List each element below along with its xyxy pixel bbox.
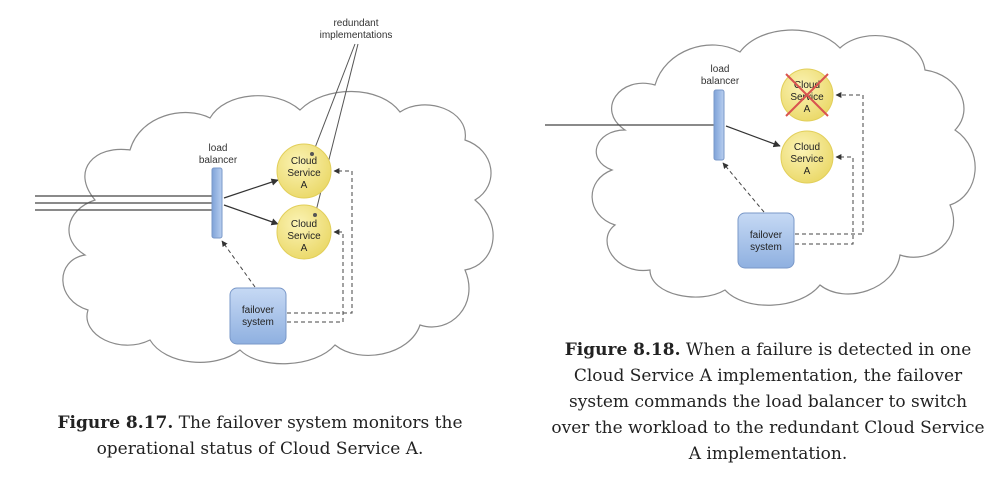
service-bottom-line2: Service	[287, 231, 321, 242]
service-bottom-line1: Cloud	[291, 219, 317, 230]
caption-figure-8-17: Figure 8.17. The failover system monitor…	[45, 410, 475, 462]
pointer-line-top	[312, 43, 356, 154]
caption-figure-8-17-number: Figure 8.17.	[57, 413, 174, 433]
service-active-line1: Cloud	[794, 142, 820, 153]
caption-figure-8-18-text: When a failure is detected in one Cloud …	[551, 340, 985, 464]
cloud-service-a-bottom: Cloud Service A	[276, 204, 332, 260]
cloud-service-a-active: Cloud Service A	[780, 130, 834, 184]
figure-8-17: redundant implementations load balancer …	[35, 18, 494, 365]
failover-system-left: failover system	[229, 287, 287, 345]
service-top-line2: Service	[287, 168, 321, 179]
failed-x-icon-stroke2	[785, 73, 829, 117]
dashed-failover-to-lb	[221, 240, 256, 288]
label-redundant-line2: implementations	[320, 30, 393, 41]
arrow-to-service-active	[725, 125, 781, 148]
cloud-service-a-top: Cloud Service A	[276, 143, 332, 199]
service-top-line1: Cloud	[291, 156, 317, 167]
dashed-failover-to-service-failed	[795, 92, 864, 235]
service-failed-line2: Service	[790, 92, 824, 103]
caption-figure-8-18-number: Figure 8.18.	[564, 340, 681, 360]
dashed-failover-to-service-bottom	[287, 229, 344, 323]
load-balancer-bar	[211, 167, 223, 239]
service-top-line3: A	[301, 180, 308, 191]
label-redundant-line1: redundant	[333, 18, 378, 29]
service-failed-line3: A	[804, 104, 811, 115]
figure-8-18: load balancer Cloud Service A Cloud Serv…	[545, 29, 976, 306]
service-active-line3: A	[804, 166, 811, 177]
service-active-line2: Service	[790, 154, 824, 165]
failover-left-line2: system	[242, 317, 274, 328]
arrow-to-service-top	[223, 178, 279, 199]
label-load-balancer-line1: load	[209, 143, 228, 154]
failover-system-right: failover system	[737, 212, 795, 269]
cloud-service-a-failed: Cloud Service A	[780, 68, 834, 122]
label-load-balancer-right-line1: load	[711, 64, 730, 75]
dashed-failover-to-service-active	[795, 154, 854, 245]
failover-right-line1: failover	[750, 230, 783, 241]
caption-figure-8-18: Figure 8.18. When a failure is detected …	[548, 337, 988, 467]
service-failed-line1: Cloud	[794, 80, 820, 91]
label-load-balancer-line2: balancer	[199, 155, 238, 166]
dashed-failover-to-service-top	[287, 168, 353, 314]
service-bottom-line3: A	[301, 243, 308, 254]
caption-figure-8-17-text: The failover system monitors the operati…	[96, 413, 463, 459]
label-load-balancer-right-line2: balancer	[701, 76, 740, 87]
dashed-failover-to-lb-right	[722, 162, 765, 213]
arrow-to-service-bottom	[223, 204, 279, 226]
failover-right-line2: system	[750, 242, 782, 253]
load-balancer-bar-right	[713, 89, 725, 161]
failover-left-line1: failover	[242, 305, 275, 316]
